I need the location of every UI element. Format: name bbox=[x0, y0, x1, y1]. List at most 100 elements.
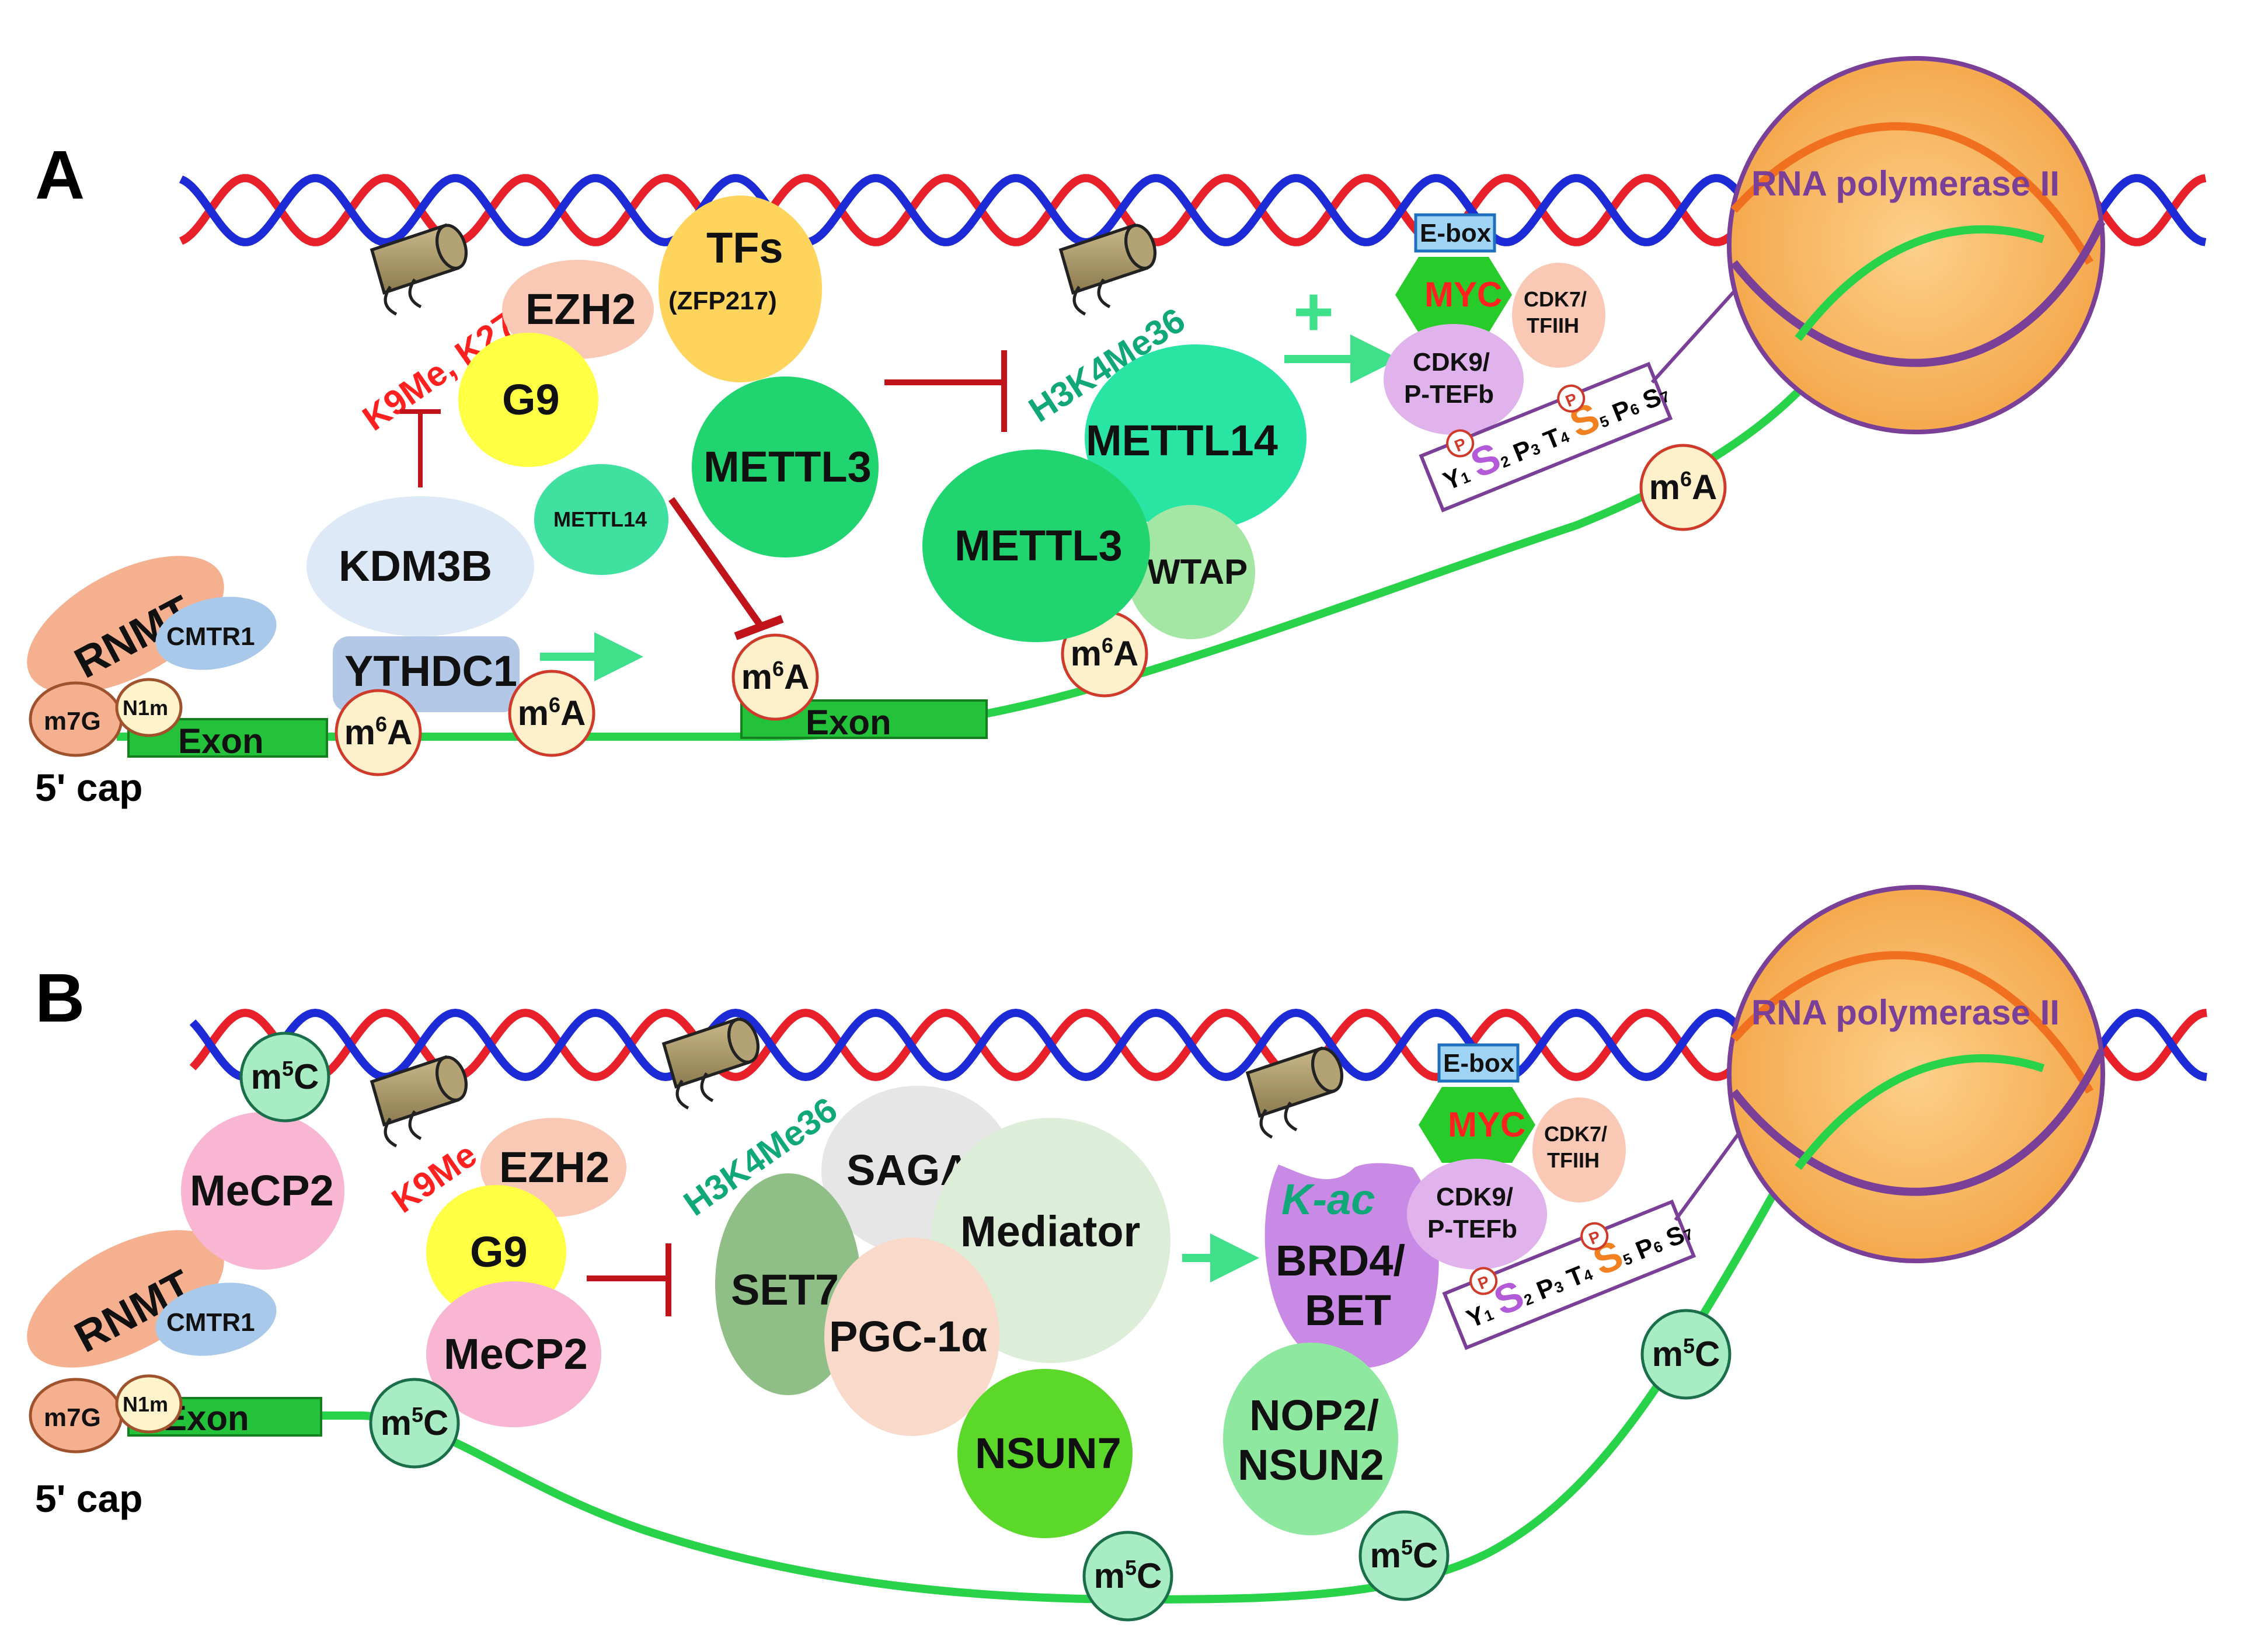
exon-a-2-label: Exon bbox=[806, 703, 891, 742]
mettl14-a-complex bbox=[1085, 344, 1307, 531]
cdk9-a-label-1: CDK9/ bbox=[1413, 348, 1490, 377]
tfs-a bbox=[659, 196, 822, 382]
cmtr1-b-label: CMTR1 bbox=[166, 1308, 255, 1337]
svg-text:m6A: m6A bbox=[1649, 467, 1718, 507]
ctd-box-b: Y1 S2 P3 T4 S5 P6 S7 P P bbox=[1442, 1199, 1696, 1350]
cdk7-a-label-1: CDK7/ bbox=[1524, 287, 1587, 311]
nop2-b-label-2: NSUN2 bbox=[1238, 1441, 1384, 1489]
brd4-b-label-2: BET bbox=[1305, 1286, 1391, 1334]
m7g-a-label: m7G bbox=[44, 707, 101, 736]
myc-a-label: MYC bbox=[1424, 275, 1502, 314]
mettl14-a-complex-label: METTL14 bbox=[1086, 416, 1278, 465]
mettl3-a-complex bbox=[922, 449, 1150, 642]
histone-a-1-icon bbox=[372, 222, 471, 315]
ezh2-b-label: EZH2 bbox=[499, 1143, 609, 1191]
cdk7-a bbox=[1512, 263, 1605, 368]
m5c-node-b-4: m5C bbox=[1358, 1510, 1450, 1601]
pgc-b bbox=[824, 1238, 999, 1436]
cmtr1-a bbox=[155, 597, 277, 670]
n1m-b-label: N1m bbox=[123, 1392, 168, 1416]
mettl14-a-small bbox=[534, 464, 668, 575]
ebox-b-label: E-box bbox=[1443, 1049, 1515, 1078]
inhibit-mettl3-to-m6a bbox=[668, 497, 765, 630]
g9-a bbox=[458, 333, 598, 467]
myc-b bbox=[1419, 1087, 1535, 1163]
nop2-b bbox=[1223, 1343, 1398, 1535]
rnap-a-dna-orange bbox=[1730, 122, 2094, 265]
mettl14-a-small-label: METTL14 bbox=[553, 507, 647, 531]
ebox-a bbox=[1414, 213, 1496, 253]
ebox-a-label: E-box bbox=[1420, 219, 1492, 248]
histone-b-3-icon bbox=[1248, 1045, 1347, 1138]
exon-a-1-label: Exon bbox=[178, 722, 264, 761]
rnap-a-rna bbox=[1795, 225, 2045, 341]
m6a-node-a-3: m6A bbox=[731, 633, 819, 721]
cdk9-a-label-2: P-TEFb bbox=[1404, 380, 1494, 409]
svg-text:m5C: m5C bbox=[381, 1403, 449, 1442]
mecp2-b-top bbox=[181, 1112, 344, 1270]
rnap-b-label: RNA polymerase II bbox=[1751, 993, 2060, 1032]
mettl3-a-center bbox=[692, 377, 879, 557]
rnap-b-dna-purple bbox=[1730, 1049, 2106, 1196]
ebox-b bbox=[1437, 1043, 1520, 1083]
m7g-b-label: m7G bbox=[44, 1403, 101, 1432]
histone-b-3-mark: K-ac bbox=[1281, 1175, 1375, 1224]
mecp2-b-top-label: MeCP2 bbox=[190, 1166, 334, 1215]
rnap-b-rna bbox=[1795, 1054, 2045, 1170]
cmtr1-b bbox=[155, 1282, 277, 1356]
panel-a-label: A bbox=[35, 137, 85, 214]
pgc-b-label: PGC-1α bbox=[829, 1312, 988, 1361]
cdk7-b bbox=[1532, 1097, 1626, 1203]
svg-text:m5C: m5C bbox=[1094, 1556, 1162, 1595]
cap-a-label: 5' cap bbox=[35, 766, 142, 809]
svg-text:m6A: m6A bbox=[344, 712, 413, 752]
inhibit-mettl3-to-m6a-bar bbox=[734, 615, 784, 640]
cdk7-b-label-1: CDK7/ bbox=[1544, 1122, 1607, 1146]
g9-a-label: G9 bbox=[502, 375, 560, 424]
cdk9-b bbox=[1407, 1159, 1547, 1270]
wtap-a-label: WTAP bbox=[1147, 552, 1248, 591]
histone-b-2-icon bbox=[664, 1016, 763, 1109]
tfs-a-label-1: TFs bbox=[706, 224, 783, 272]
svg-text:m5C: m5C bbox=[1652, 1334, 1720, 1374]
svg-text:m5C: m5C bbox=[251, 1057, 319, 1096]
rnap-b-dna-orange bbox=[1730, 951, 2094, 1094]
nsun7-b bbox=[957, 1369, 1133, 1538]
nop2-b-label-1: NOP2/ bbox=[1249, 1391, 1379, 1440]
n1m-a bbox=[115, 678, 183, 737]
mecp2-b-bottom-label: MeCP2 bbox=[444, 1330, 588, 1378]
rnmt-a bbox=[27, 556, 224, 693]
svg-text:m6A: m6A bbox=[741, 657, 810, 696]
m5c-node-b-3: m5C bbox=[1082, 1531, 1173, 1622]
myc-b-label: MYC bbox=[1448, 1105, 1525, 1144]
n1m-b bbox=[115, 1374, 183, 1434]
kdm3b-a bbox=[306, 496, 534, 636]
m6a-node-a-1: m6A bbox=[335, 689, 422, 776]
svg-text:m6A: m6A bbox=[518, 693, 586, 733]
ezh2-a-label: EZH2 bbox=[525, 285, 636, 333]
svg-text:m5C: m5C bbox=[1370, 1535, 1438, 1575]
mecp2-b-bottom bbox=[426, 1281, 601, 1427]
rnap-a-label: RNA polymerase II bbox=[1751, 164, 2060, 203]
brd4-b-label-1: BRD4/ bbox=[1276, 1236, 1405, 1285]
brd4-b bbox=[1264, 1163, 1439, 1369]
nsun7-b-label: NSUN7 bbox=[975, 1429, 1121, 1477]
tfs-a-label-2: (ZFP217) bbox=[668, 287, 777, 315]
panel-b: B Exon RNMT CMTR1 m7G N1m 5' cap MeCP2 K… bbox=[27, 885, 2207, 1622]
cmtr1-a-label: CMTR1 bbox=[166, 622, 255, 651]
mettl3-a-complex-label: METTL3 bbox=[954, 521, 1123, 570]
cdk7-a-label-2: TFIIH bbox=[1527, 313, 1579, 337]
svg-text:m6A: m6A bbox=[1071, 633, 1139, 673]
n1m-a-label: N1m bbox=[123, 696, 168, 720]
mediator-b-label: Mediator bbox=[960, 1207, 1140, 1256]
ctd-box-a: Y1 S2 P3 T4 S5 P6 S7 P P bbox=[1419, 361, 1673, 513]
myc-a bbox=[1395, 257, 1512, 333]
panel-b-label: B bbox=[35, 960, 85, 1037]
cdk9-a bbox=[1384, 324, 1524, 435]
m5c-node-b-1: m5C bbox=[239, 1031, 330, 1123]
plus-a: + bbox=[1293, 273, 1334, 351]
kdm3b-a-label: KDM3B bbox=[339, 542, 492, 590]
m6a-node-a-2: m6A bbox=[508, 670, 595, 757]
m5c-node-b-5: m5C bbox=[1640, 1309, 1732, 1400]
